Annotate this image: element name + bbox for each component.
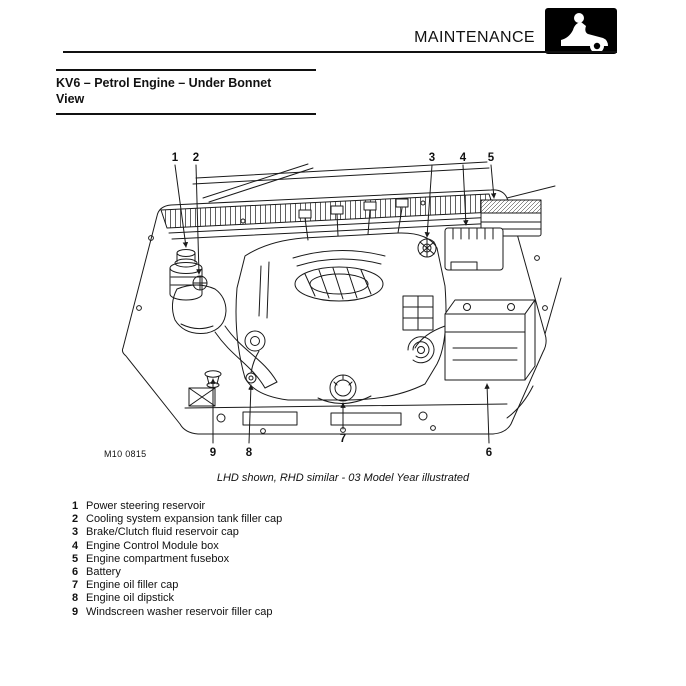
header-divider <box>63 51 617 53</box>
legend-item-number: 3 <box>72 526 79 539</box>
legend-item-label: Cooling system expansion tank filler cap <box>86 513 283 526</box>
power-steering-reservoir <box>169 249 203 301</box>
coolant-expansion-tank <box>171 275 227 334</box>
legend-item-number: 4 <box>72 539 79 552</box>
page-header-title: MAINTENANCE <box>414 29 535 46</box>
legend-item: 3 Brake/Clutch fluid reservoir cap <box>72 526 282 539</box>
figure-reference-code: M10 0815 <box>104 449 147 459</box>
legend-list: 1 Power steering reservoir 2 Cooling sys… <box>72 500 282 619</box>
fusebox <box>480 199 542 237</box>
legend-item-number: 9 <box>72 605 79 618</box>
oil-filler-cap <box>329 374 357 402</box>
legend-item-label: Windscreen washer reservoir filler cap <box>86 605 273 618</box>
legend-item-label: Battery <box>86 566 121 579</box>
legend-item: 4 Engine Control Module box <box>72 540 282 553</box>
legend-item-label: Engine Control Module box <box>86 539 219 552</box>
callout-number-4: 4 <box>460 152 467 164</box>
callout-number-5: 5 <box>488 152 495 164</box>
legend-item-number: 6 <box>72 566 79 579</box>
legend-item: 7 Engine oil filler cap <box>72 579 282 592</box>
legend-item-label: Brake/Clutch fluid reservoir cap <box>86 526 239 539</box>
oil-dipstick <box>245 350 260 384</box>
callout-numbers: 1 2 3 4 5 6 7 8 9 <box>172 152 495 459</box>
legend-item: 5 Engine compartment fusebox <box>72 553 282 566</box>
legend-item-number: 1 <box>72 500 79 512</box>
brake-fluid-reservoir-cap <box>417 238 437 258</box>
legend-item-number: 5 <box>72 552 79 565</box>
legend-item-number: 7 <box>72 579 79 592</box>
legend-item: 2 Cooling system expansion tank filler c… <box>72 513 282 526</box>
figure-caption: LHD shown, RHD similar - 03 Model Year i… <box>216 472 470 484</box>
legend-item-label: Engine oil dipstick <box>86 592 175 605</box>
battery <box>414 299 536 381</box>
callout-leader-lines <box>174 164 497 444</box>
legend-item: 9 Windscreen washer reservoir filler cap <box>72 606 282 619</box>
engine-block <box>235 198 447 404</box>
maintenance-icon <box>545 8 617 54</box>
legend-item-number: 8 <box>72 592 79 605</box>
front-panel <box>184 385 534 426</box>
legend-item-label: Engine compartment fusebox <box>86 552 230 565</box>
callout-number-8: 8 <box>246 447 253 459</box>
callout-number-7: 7 <box>340 433 346 445</box>
bonnet-outline <box>121 161 562 435</box>
callout-number-3: 3 <box>429 152 435 164</box>
coolant-hose <box>214 325 278 389</box>
legend-item: 8 Engine oil dipstick <box>72 592 282 605</box>
mechanic-car-icon <box>545 8 617 54</box>
figure: 1 2 3 4 5 6 7 8 9 <box>93 136 573 471</box>
legend-item: 6 Battery <box>72 566 282 579</box>
callout-number-2: 2 <box>193 152 199 164</box>
ecm-box <box>444 227 504 271</box>
washer-filler-cap <box>204 370 222 388</box>
legend-item: 1 Power steering reservoir <box>72 500 282 513</box>
legend-item-label: Power steering reservoir <box>86 500 206 512</box>
section-title-line1: KV6 – Petrol Engine – Under Bonnet <box>56 76 272 90</box>
callout-number-9: 9 <box>210 447 216 459</box>
engine-bay-diagram: 1 2 3 4 5 6 7 8 9 <box>121 152 562 459</box>
section-title-line2: View <box>56 92 85 106</box>
callout-number-1: 1 <box>172 152 179 164</box>
section-title: KV6 – Petrol Engine – Under Bonnet View <box>56 69 316 115</box>
legend-item-label: Engine oil filler cap <box>86 579 179 592</box>
legend-item-number: 2 <box>72 513 79 526</box>
callout-number-6: 6 <box>486 447 492 459</box>
